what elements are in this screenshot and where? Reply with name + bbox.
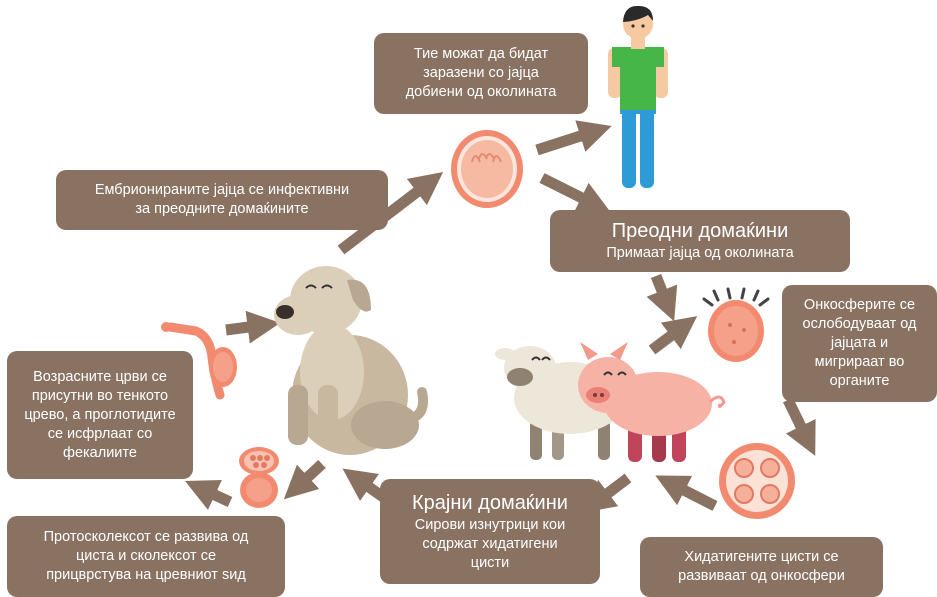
protoscolex-icon: [239, 447, 279, 508]
hydatid-cyst-text: Хидатигените цисти се развиваат од онкос…: [678, 548, 845, 586]
arrow-oncosphere-to-cyst: [788, 400, 808, 441]
arrow-egg-to-intermediate: [542, 178, 596, 205]
arrow-egg-to-human: [537, 131, 596, 150]
embryonated-eggs-box: Ембрионираните јајца се инфективни за пр…: [56, 170, 388, 230]
dog-icon: [274, 266, 423, 455]
intermediate-hosts-title: Преодни домаќини: [612, 219, 789, 243]
oncosphere-release-text: Онкосферите се ослободуваат од јајцата и…: [803, 296, 917, 391]
embryonated-eggs-text: Ембрионираните јајца се инфективни за пр…: [95, 181, 349, 219]
arrow-animals-to-oncosphere: [652, 326, 684, 350]
hydatid-cyst-box: Хидатигените цисти се развиваат од онкос…: [640, 537, 883, 597]
human-infection-box: Тие можат да бидат заразени со јајца доб…: [374, 33, 588, 114]
arrow-dog-to-protoscolex: [296, 464, 322, 488]
oncosphere-icon: [704, 289, 768, 362]
definitive-hosts-box: Крајни домаќини Сирови изнутрици кои сод…: [380, 479, 600, 584]
definitive-hosts-title: Крајни домаќини: [412, 491, 568, 515]
hydatid-cyst-icon: [719, 443, 795, 519]
definitive-hosts-text: Сирови изнутрици кои содржат хидатигени …: [415, 516, 565, 573]
arrow-cyst-to-animals: [670, 483, 715, 506]
human-infection-text: Тие можат да бидат заразени со јајца доб…: [406, 45, 557, 102]
arrow-intermediate-to-oncosphere: [656, 276, 668, 306]
protoscolex-text: Протосколексот се развива од циста и ско…: [44, 528, 249, 585]
human-icon: [608, 6, 668, 188]
adult-worms-text: Возрасните црви се присутни во тенкото ц…: [24, 368, 175, 463]
egg-icon: [451, 130, 523, 208]
adult-worms-box: Возрасните црви се присутни во тенкото ц…: [7, 351, 193, 479]
intermediate-hosts-text: Примаат јајца од околината: [606, 244, 793, 263]
protoscolex-box: Протосколексот се развива од циста и ско…: [7, 516, 285, 597]
arrow-worm-to-dog: [226, 325, 264, 330]
intermediate-hosts-box: Преодни домаќини Примаат јајца од околин…: [550, 210, 850, 272]
oncosphere-release-box: Онкосферите се ослободуваат од јајцата и…: [782, 285, 937, 402]
arrow-protoscolex-to-box: [200, 488, 230, 502]
